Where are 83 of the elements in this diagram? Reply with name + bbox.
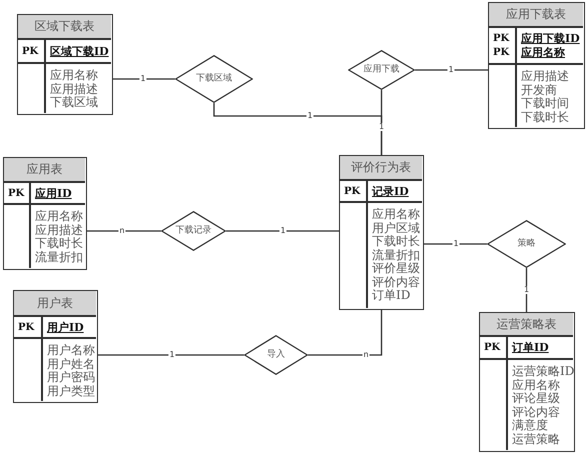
field-name: 用户区域 xyxy=(372,222,420,235)
field-name: 评价内容 xyxy=(372,276,420,289)
field-name: 流量折扣 xyxy=(35,250,83,264)
connector-line xyxy=(424,243,487,245)
primary-key-label: PK xyxy=(493,46,510,60)
primary-key-label: PK xyxy=(18,320,34,334)
key-field: 应用下载ID xyxy=(521,32,580,46)
field-name: 运营策略 xyxy=(512,432,560,446)
field-name: 下载时长 xyxy=(521,110,569,124)
field-name: 运营策略ID xyxy=(512,365,574,378)
key-field: 记录ID xyxy=(372,184,409,198)
entity-table xyxy=(13,290,98,403)
field-name: 用户密码 xyxy=(47,371,95,384)
table-header: 用户表 xyxy=(14,291,96,315)
relationship-name: 策略 xyxy=(518,238,536,250)
cardinality-label: 1 xyxy=(279,227,287,235)
relationship-name: 应用下载 xyxy=(364,64,400,76)
entity-table xyxy=(3,157,87,270)
cardinality-label: 1 xyxy=(168,351,176,359)
field-name: 流量折扣 xyxy=(372,248,420,262)
key-field: 区域下载ID xyxy=(50,44,109,58)
cardinality-label: 1 xyxy=(452,240,460,248)
connector-line xyxy=(380,90,382,155)
field-name: 下载区域 xyxy=(50,96,98,110)
table-header: 区域下载表 xyxy=(18,15,111,38)
connector-line xyxy=(113,78,175,80)
field-name: 用户类型 xyxy=(47,384,95,398)
field-name: 用户姓名 xyxy=(47,358,95,370)
relationship-name: 下载区域 xyxy=(196,74,232,84)
cardinality-label: 1 xyxy=(447,66,455,74)
field-name: 应用描述 xyxy=(35,224,83,237)
relationship-name: 下载记录 xyxy=(176,226,212,236)
relationship-diamond xyxy=(175,55,253,103)
connector-line xyxy=(98,354,244,356)
cardinality-label: 1 xyxy=(306,112,314,120)
field-name: 应用名称 xyxy=(50,69,98,82)
table-header: 应用下载表 xyxy=(489,3,583,26)
field-name: 满意度 xyxy=(512,419,548,432)
table-header: 评价行为表 xyxy=(340,156,422,179)
primary-key-label: PK xyxy=(493,32,510,46)
field-name: 应用名称 xyxy=(372,208,420,222)
cardinality-label: 1 xyxy=(522,286,530,294)
field-name: 下载时长 xyxy=(372,235,420,248)
primary-key-label: PK xyxy=(8,186,24,200)
field-name: 开发商 xyxy=(521,84,557,97)
key-field: 应用名称 xyxy=(521,46,565,60)
primary-key-label: PK xyxy=(344,184,360,198)
field-name: 用户名称 xyxy=(47,344,95,358)
cardinality-label: 1 xyxy=(139,75,147,83)
field-name: 评价星级 xyxy=(372,262,420,276)
key-field: 订单ID xyxy=(512,341,549,355)
connector-line xyxy=(526,268,528,312)
field-name: 评论星级 xyxy=(512,392,560,406)
key-field: 用户ID xyxy=(47,320,84,334)
field-name: 评论内容 xyxy=(512,406,560,419)
entity-table xyxy=(17,14,113,115)
field-name: 应用名称 xyxy=(35,210,83,224)
field-name: 下载时间 xyxy=(521,97,569,110)
relationship-diamond xyxy=(161,211,226,251)
field-name: 应用名称 xyxy=(512,378,560,392)
field-name: 订单ID xyxy=(372,289,410,302)
primary-key-label: PK xyxy=(22,44,38,58)
cardinality-label: n xyxy=(118,227,126,235)
entity-table xyxy=(488,2,585,129)
cardinality-label: 1 xyxy=(378,123,386,131)
connector-line xyxy=(308,310,382,356)
key-field: 应用ID xyxy=(35,186,72,200)
relationship-name: 导入 xyxy=(267,350,285,360)
entity-table xyxy=(339,155,424,310)
relationship-diamond xyxy=(487,220,566,268)
cardinality-label: n xyxy=(362,351,370,359)
table-header: 应用表 xyxy=(4,158,85,181)
connector-line xyxy=(415,69,488,71)
relationship-diamond xyxy=(348,50,415,90)
connector-line xyxy=(226,230,339,232)
primary-key-label: PK xyxy=(484,341,500,355)
connector-line xyxy=(87,230,161,232)
field-name: 下载时长 xyxy=(35,237,83,250)
relationship-diamond xyxy=(244,335,308,375)
entity-table xyxy=(479,312,575,452)
table-header: 运营策略表 xyxy=(480,313,573,335)
field-name: 应用描述 xyxy=(521,70,569,84)
field-name: 应用描述 xyxy=(50,82,98,96)
